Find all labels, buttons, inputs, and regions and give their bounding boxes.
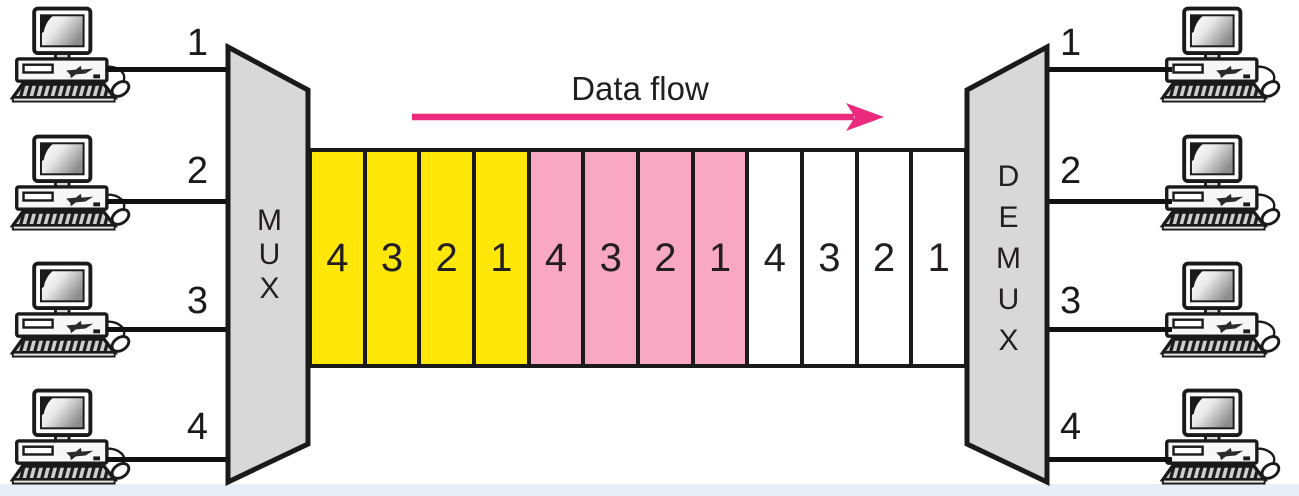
link-line-right-2 <box>1044 199 1172 204</box>
demux-output-label-4: 4 <box>1060 406 1082 448</box>
mux-input-label-3: 3 <box>186 280 208 322</box>
time-slot: 3 <box>804 148 859 368</box>
computer-right-1 <box>1158 6 1284 106</box>
time-slot: 2 <box>858 148 914 368</box>
link-line-left-4 <box>106 457 232 462</box>
mux-shape <box>225 42 311 486</box>
time-slot: 4 <box>749 148 805 368</box>
data-flow-arrow-icon <box>412 103 884 131</box>
link-line-left-1 <box>106 67 232 72</box>
computer-left-4 <box>8 388 134 488</box>
computer-right-2 <box>1158 134 1284 234</box>
time-slot: 2 <box>421 148 477 368</box>
mux-label: MUX <box>253 204 286 306</box>
computer-right-3 <box>1158 261 1284 361</box>
computer-right-4 <box>1158 388 1284 488</box>
link-line-right-3 <box>1044 327 1172 332</box>
mux-input-label-1: 1 <box>186 22 208 64</box>
link-line-left-3 <box>106 327 232 332</box>
demux-output-label-1: 1 <box>1060 22 1082 64</box>
mux-input-label-2: 2 <box>186 150 208 192</box>
demux-output-label-2: 2 <box>1060 150 1082 192</box>
link-line-right-1 <box>1044 67 1172 72</box>
link-line-left-2 <box>106 199 232 204</box>
demux-output-label-3: 3 <box>1060 280 1082 322</box>
time-slot: 1 <box>694 148 750 368</box>
demux-label: DEMUX <box>992 160 1025 365</box>
time-slot: 4 <box>312 148 367 368</box>
mux-input-label-4: 4 <box>186 406 208 448</box>
computer-left-1 <box>8 6 134 106</box>
mux-trapezoid <box>225 42 311 486</box>
channel-band: 4 3 2 1 4 3 2 1 4 3 2 1 <box>308 148 969 368</box>
time-slot: 2 <box>640 148 695 368</box>
computer-left-2 <box>8 134 134 234</box>
arrow-head <box>846 103 884 131</box>
time-slot: 4 <box>530 148 586 368</box>
time-slot: 3 <box>366 148 422 368</box>
footer-strip <box>0 484 1299 496</box>
time-slot: 1 <box>476 148 531 368</box>
data-flow-label: Data flow <box>571 70 709 107</box>
time-slot: 3 <box>585 148 641 368</box>
computer-left-3 <box>8 261 134 361</box>
link-line-right-4 <box>1044 457 1172 462</box>
time-slot: 1 <box>913 148 969 368</box>
